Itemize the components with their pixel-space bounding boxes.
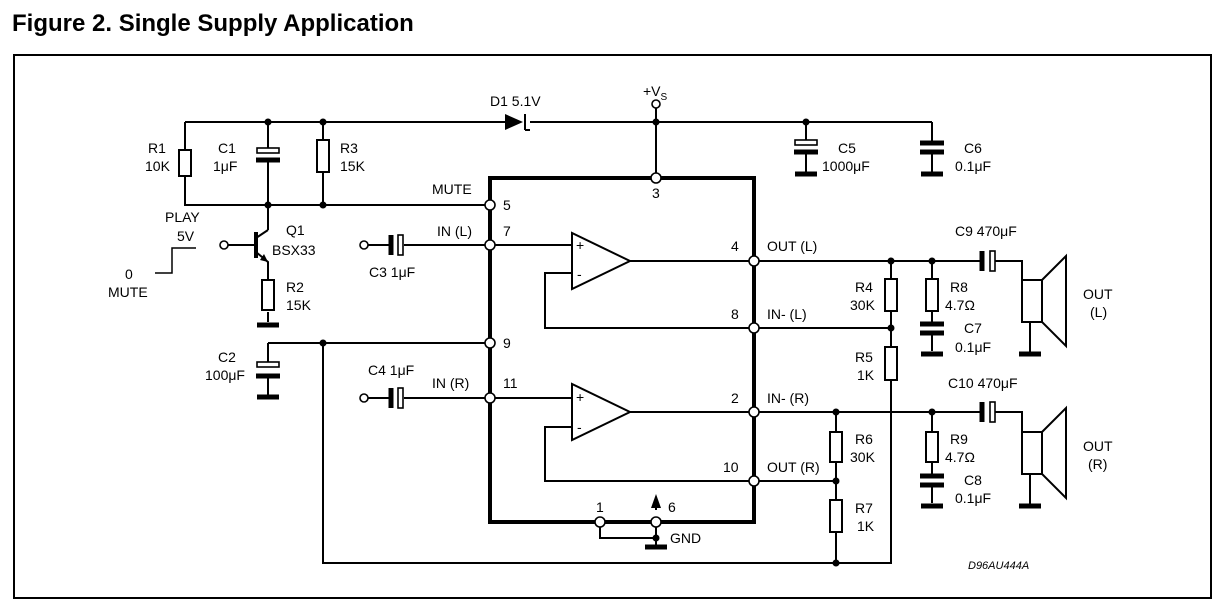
c9-label: C9 470μF [955, 223, 1017, 239]
r3-resistor [316, 122, 330, 205]
q1-value: BSX33 [272, 242, 316, 258]
r8-name: R8 [950, 279, 968, 295]
ic-body [488, 176, 756, 524]
r2-resistor [257, 279, 279, 328]
c8-value: 0.1μF [955, 490, 991, 506]
pin-2: 2 [731, 390, 739, 406]
pin-7: 7 [503, 223, 511, 239]
ic-pin-circles [484, 172, 760, 528]
amp-right [490, 382, 754, 482]
r5-value: 1K [857, 367, 875, 383]
c7-name: C7 [964, 320, 982, 336]
r1-resistor [178, 122, 490, 206]
r7-value: 1K [857, 518, 875, 534]
in-r-label: IN (R) [432, 375, 469, 391]
c6-name: C6 [964, 140, 982, 156]
r4-value: 30K [850, 297, 876, 313]
r7-name: R7 [855, 500, 873, 516]
c1-capacitor [256, 122, 280, 230]
figure-title: Figure 2. Single Supply Application [12, 10, 414, 37]
pin-4: 4 [731, 238, 739, 254]
pin-11: 11 [503, 375, 518, 391]
c2-name: C2 [218, 349, 236, 365]
amp-left-plus: + [576, 237, 584, 253]
amp-right-plus: + [576, 389, 584, 405]
d1-label: D1 5.1V [490, 93, 541, 109]
pin-5: 5 [503, 197, 511, 213]
supply-rail [185, 99, 932, 178]
r6-value: 30K [850, 449, 876, 465]
mute-pin-label: MUTE [432, 181, 472, 197]
d1-zener-diode [505, 114, 530, 131]
speaker-left [1019, 253, 1067, 357]
speaker-right [1019, 405, 1067, 509]
inm-l-label: IN- (L) [767, 306, 807, 322]
five-volt-label: 5V [177, 228, 195, 244]
c1-value: 1μF [213, 158, 237, 174]
c6-value: 0.1μF [955, 158, 991, 174]
inm-r-label: IN- (R) [767, 390, 809, 406]
play-mute-signal [155, 247, 196, 274]
pin-10: 10 [723, 459, 739, 475]
mute-level-label: MUTE [108, 284, 148, 300]
pin-3: 3 [652, 185, 660, 201]
r5-name: R5 [855, 349, 873, 365]
r2-value: 15K [286, 297, 312, 313]
vs-label: +VS [643, 83, 668, 103]
c5-name: C5 [838, 140, 856, 156]
r9-name: R9 [950, 431, 968, 447]
r9-value: 4.7Ω [945, 449, 975, 465]
r2-name: R2 [286, 279, 304, 295]
q1-name: Q1 [286, 222, 305, 238]
play-label: PLAY [165, 209, 200, 225]
pin-8: 8 [731, 306, 739, 322]
c2-value: 100μF [205, 367, 245, 383]
r1-name: R1 [148, 140, 166, 156]
pin-9: 9 [503, 335, 511, 351]
gnd-label: GND [670, 530, 701, 546]
out-r-label: OUT (R) [767, 459, 820, 475]
drawing-code: D96AU444A [968, 560, 1029, 572]
c1-name: C1 [218, 140, 236, 156]
r3-value: 15K [340, 158, 366, 174]
pin-6: 6 [668, 499, 676, 515]
r6-name: R6 [855, 431, 873, 447]
zero-label: 0 [125, 266, 133, 282]
c4-label: C4 1μF [368, 362, 414, 378]
speaker-left-label-1: OUT [1083, 286, 1113, 302]
figure-frame [13, 54, 1212, 599]
bottom-return-wire [322, 343, 892, 564]
c8-name: C8 [964, 472, 982, 488]
r8-value: 4.7Ω [945, 297, 975, 313]
in-l-label: IN (L) [437, 223, 472, 239]
output-left-network [754, 250, 1023, 420]
c3-label: C3 1μF [369, 264, 415, 280]
output-right-network [754, 401, 1023, 563]
c3-capacitor [359, 234, 490, 256]
c7-value: 0.1μF [955, 339, 991, 355]
speaker-left-label-2: (L) [1090, 304, 1107, 320]
r3-name: R3 [340, 140, 358, 156]
pin-1: 1 [596, 499, 604, 515]
amp-left [490, 231, 754, 329]
c5-capacitor [794, 122, 818, 177]
q1-transistor [219, 229, 269, 280]
speaker-right-label-2: (R) [1088, 456, 1107, 472]
c5-value: 1000μF [822, 158, 870, 174]
c6-capacitor [920, 122, 944, 177]
r1-value: 10K [145, 158, 171, 174]
amp-right-minus: - [577, 419, 582, 435]
junction-dots [264, 118, 936, 567]
out-l-label: OUT (L) [767, 238, 817, 254]
c10-label: C10 470μF [948, 375, 1018, 391]
r4-name: R4 [855, 279, 873, 295]
speaker-right-label-1: OUT [1083, 438, 1113, 454]
c2-capacitor [256, 342, 490, 400]
amp-left-minus: - [577, 266, 582, 282]
c4-capacitor [359, 387, 490, 409]
